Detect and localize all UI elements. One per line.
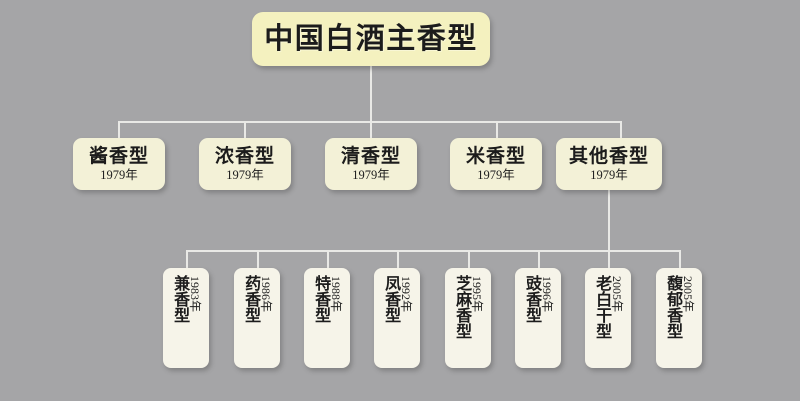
level3-name: 芝麻香型 <box>453 275 471 339</box>
level2-name: 清香型 <box>340 145 401 167</box>
level3-node-texiang[interactable]: 特香型 1988年 <box>304 268 350 368</box>
level2-year: 1979年 <box>100 168 138 183</box>
level3-node-jianxiang[interactable]: 兼香型 1983年 <box>163 268 209 368</box>
root-node[interactable]: 中国白酒主香型 <box>252 12 490 66</box>
level2-name: 酱香型 <box>88 145 149 167</box>
root-title: 中国白酒主香型 <box>264 22 478 55</box>
level2-year: 1979年 <box>477 168 515 183</box>
level3-name: 特香型 <box>312 275 330 323</box>
connector-drop-level2-4 <box>496 121 498 139</box>
connector-drop-level3-8 <box>679 250 681 269</box>
connector-drop-level2-5 <box>620 121 622 139</box>
connector-level3-bus <box>186 250 680 252</box>
level3-node-laobaigan[interactable]: 老白干型 2005年 <box>585 268 631 368</box>
level3-year: 1983年 <box>188 276 203 313</box>
level3-node-chixiang[interactable]: 豉香型 1996年 <box>515 268 561 368</box>
level2-node-mixiang[interactable]: 米香型 1979年 <box>450 138 542 190</box>
level3-name: 药香型 <box>242 275 260 323</box>
connector-drop-level3-1 <box>186 250 188 269</box>
level3-name: 馥郁香型 <box>664 275 682 339</box>
level3-node-fengxiang[interactable]: 凤香型 1992年 <box>374 268 420 368</box>
level2-name: 浓香型 <box>214 145 275 167</box>
connector-drop-level3-6 <box>538 250 540 269</box>
level3-name: 兼香型 <box>171 275 189 323</box>
level3-year: 1995年 <box>470 276 485 313</box>
level2-year: 1979年 <box>352 168 390 183</box>
connector-drop-level3-7 <box>608 250 610 269</box>
level3-year: 1988年 <box>329 276 344 313</box>
connector-drop-level2-2 <box>244 121 246 139</box>
connector-drop-level3-4 <box>397 250 399 269</box>
level2-name: 米香型 <box>465 145 526 167</box>
level3-node-fuyuxiang[interactable]: 馥郁香型 2005年 <box>656 268 702 368</box>
level2-year: 1979年 <box>226 168 264 183</box>
level3-year: 1986年 <box>259 276 274 313</box>
level3-node-yaoxiang[interactable]: 药香型 1986年 <box>234 268 280 368</box>
connector-drop-level3-5 <box>468 250 470 269</box>
level3-node-zhimaxiang[interactable]: 芝麻香型 1995年 <box>445 268 491 368</box>
connector-drop-level2-1 <box>118 121 120 139</box>
level2-node-nongxiang[interactable]: 浓香型 1979年 <box>199 138 291 190</box>
connector-other-stem <box>608 190 610 252</box>
connector-drop-level3-2 <box>257 250 259 269</box>
level3-name: 豉香型 <box>523 275 541 323</box>
level3-year: 1992年 <box>399 276 414 313</box>
level3-year: 1996年 <box>540 276 555 313</box>
connector-drop-level3-3 <box>327 250 329 269</box>
connector-root-stem <box>370 66 372 123</box>
level2-year: 1979年 <box>590 168 628 183</box>
level2-node-jiangxiang[interactable]: 酱香型 1979年 <box>73 138 165 190</box>
level3-year: 2005年 <box>610 276 625 313</box>
connector-drop-level2-3 <box>370 121 372 139</box>
level2-node-qingxiang[interactable]: 清香型 1979年 <box>325 138 417 190</box>
level2-name: 其他香型 <box>568 145 649 167</box>
level3-name: 凤香型 <box>382 275 400 323</box>
level3-year: 2005年 <box>681 276 696 313</box>
level2-node-qitaxiang[interactable]: 其他香型 1979年 <box>556 138 662 190</box>
level3-name: 老白干型 <box>593 275 611 339</box>
